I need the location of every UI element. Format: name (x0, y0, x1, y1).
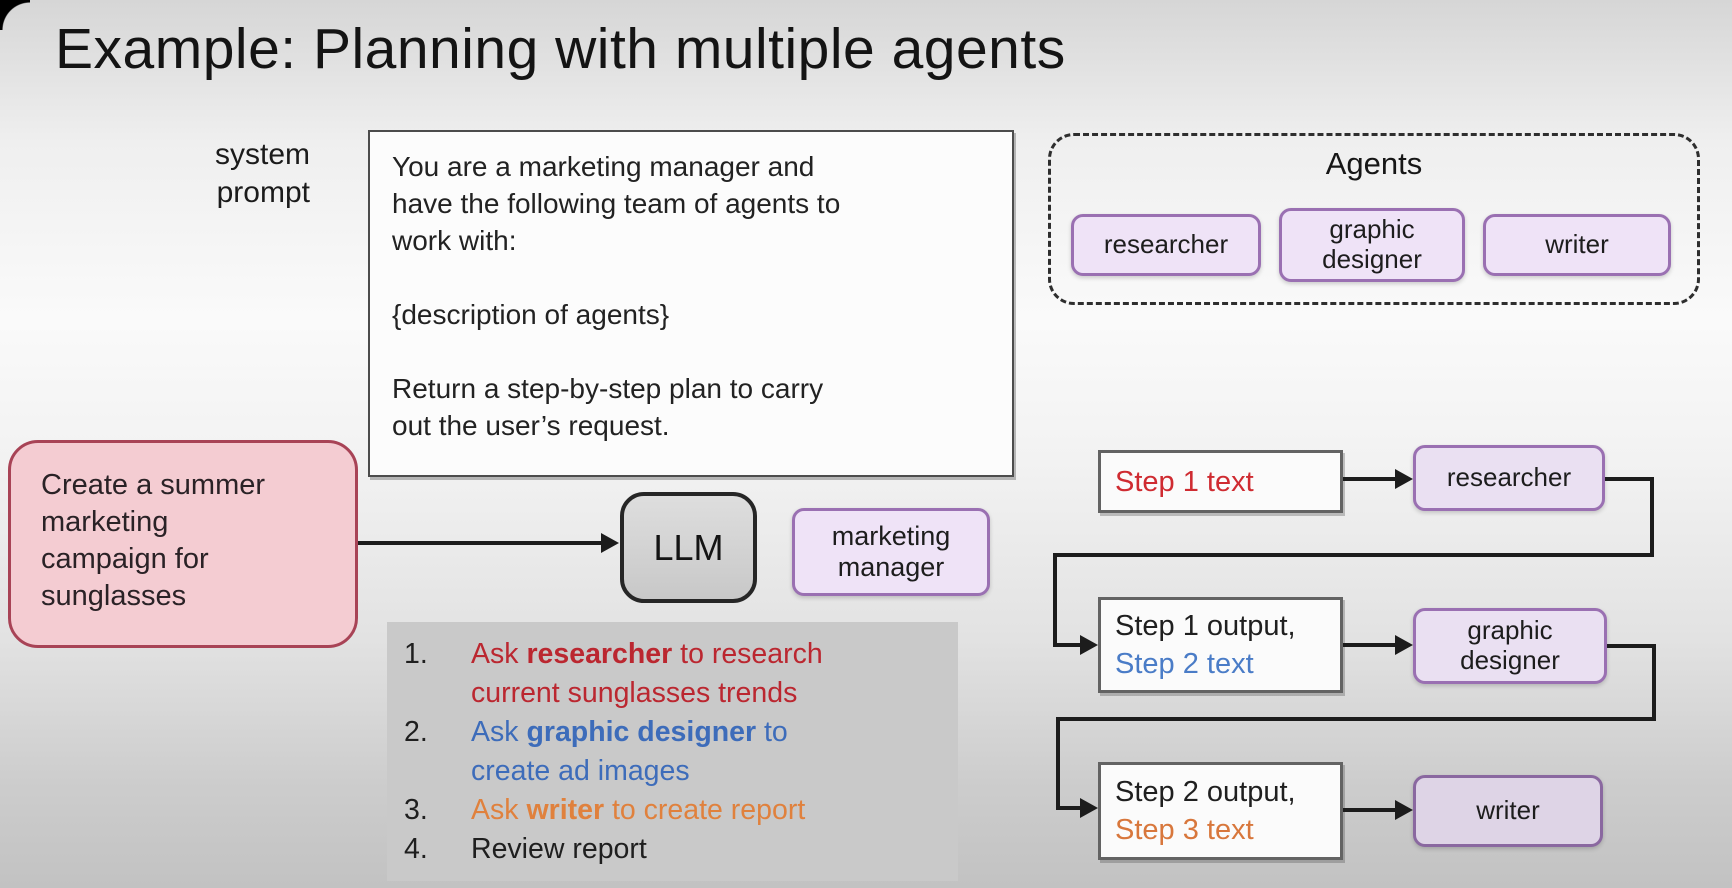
connector-segment (1053, 643, 1082, 647)
plan-item-text: Ask researcher to research current sungl… (471, 638, 823, 709)
prompt-line: have the following team of agents to (392, 188, 841, 219)
flow-step3-box: Step 2 output, Step 3 text (1098, 762, 1343, 860)
llm-box: LLM (620, 492, 757, 603)
prompt-line: Return a step-by-step plan to carry (392, 373, 824, 404)
plan-item-number: 1. (404, 638, 428, 670)
flow-agent-writer: writer (1413, 775, 1603, 847)
arrowhead-icon (1080, 635, 1098, 655)
arrowhead-icon (601, 533, 619, 553)
user-request-line: sunglasses (41, 580, 187, 612)
connector-segment (1652, 644, 1656, 721)
plan-item-1: 1. Ask researcher to research current su… (387, 635, 958, 713)
plan-item-3: 3. Ask writer to create report (387, 791, 958, 830)
plan-list-panel: 1. Ask researcher to research current su… (387, 622, 958, 881)
user-request-box: Create a summer marketing campaign for s… (8, 440, 358, 648)
marketing-manager-chip: marketing manager (792, 508, 990, 596)
flow-step1-box: Step 1 text (1098, 450, 1343, 513)
prompt-line: You are a marketing manager and (392, 151, 815, 182)
video-rounded-corner (0, 0, 30, 30)
prompt-line: out the user’s request. (392, 410, 670, 441)
agent-chip-researcher: researcher (1071, 214, 1261, 276)
plan-item-number: 4. (404, 833, 428, 865)
connector-segment (1056, 717, 1656, 721)
plan-item-number: 2. (404, 716, 428, 748)
arrowhead-icon (1395, 800, 1413, 820)
agent-chip-writer: writer (1483, 214, 1671, 276)
flow-agent-graphic-designer: graphic designer (1413, 608, 1607, 684)
connector-segment (1053, 553, 1057, 647)
connector-segment (1343, 643, 1396, 647)
connector-segment (1053, 553, 1654, 557)
connector-segment (1607, 644, 1656, 648)
plan-item-text: Ask writer to create report (471, 794, 806, 826)
prompt-line: work with: (392, 225, 517, 256)
user-request-line: campaign for (41, 543, 209, 575)
agents-panel: Agents researcher graphic designer write… (1048, 133, 1700, 305)
flow-step3-line2: Step 3 text (1115, 814, 1254, 846)
agents-panel-title: Agents (1325, 146, 1423, 181)
flow-step2-line1: Step 1 output, (1115, 610, 1296, 642)
plan-item-number: 3. (404, 794, 428, 826)
flow-step2-box: Step 1 output, Step 2 text (1098, 597, 1343, 693)
user-request-line: Create a summer (41, 469, 266, 501)
system-prompt-box: You are a marketing manager and have the… (368, 130, 1014, 477)
connector-segment (358, 541, 604, 545)
prompt-line (392, 333, 1012, 370)
system-prompt-label: system prompt (130, 136, 310, 212)
plan-item-2: 2. Ask graphic designer to create ad ima… (387, 713, 958, 791)
flow-step2-line2: Step 2 text (1115, 648, 1254, 680)
plan-item-text: Review report (471, 833, 647, 865)
page-title: Example: Planning with multiple agents (55, 17, 1066, 81)
arrowhead-icon (1395, 469, 1413, 489)
connector-segment (1343, 808, 1396, 812)
connector-segment (1056, 717, 1060, 810)
user-request-line: marketing (41, 506, 169, 538)
flow-agent-researcher: researcher (1413, 445, 1605, 511)
system-prompt-label-line: system (214, 138, 310, 171)
plan-item-4: 4. Review report (387, 830, 958, 869)
system-prompt-label-line: prompt (216, 176, 310, 209)
arrowhead-icon (1080, 798, 1098, 818)
connector-segment (1056, 806, 1082, 810)
connector-segment (1343, 477, 1396, 481)
connector-segment (1605, 477, 1654, 481)
connector-segment (1650, 477, 1654, 557)
arrowhead-icon (1395, 635, 1413, 655)
flow-step3-line1: Step 2 output, (1115, 776, 1296, 808)
plan-item-text: Ask graphic designer to create ad images (471, 716, 788, 787)
prompt-line (392, 259, 1012, 296)
flow-step1-text: Step 1 text (1115, 465, 1254, 498)
agent-chip-graphic-designer: graphic designer (1279, 208, 1465, 282)
prompt-line: {description of agents} (392, 299, 670, 330)
